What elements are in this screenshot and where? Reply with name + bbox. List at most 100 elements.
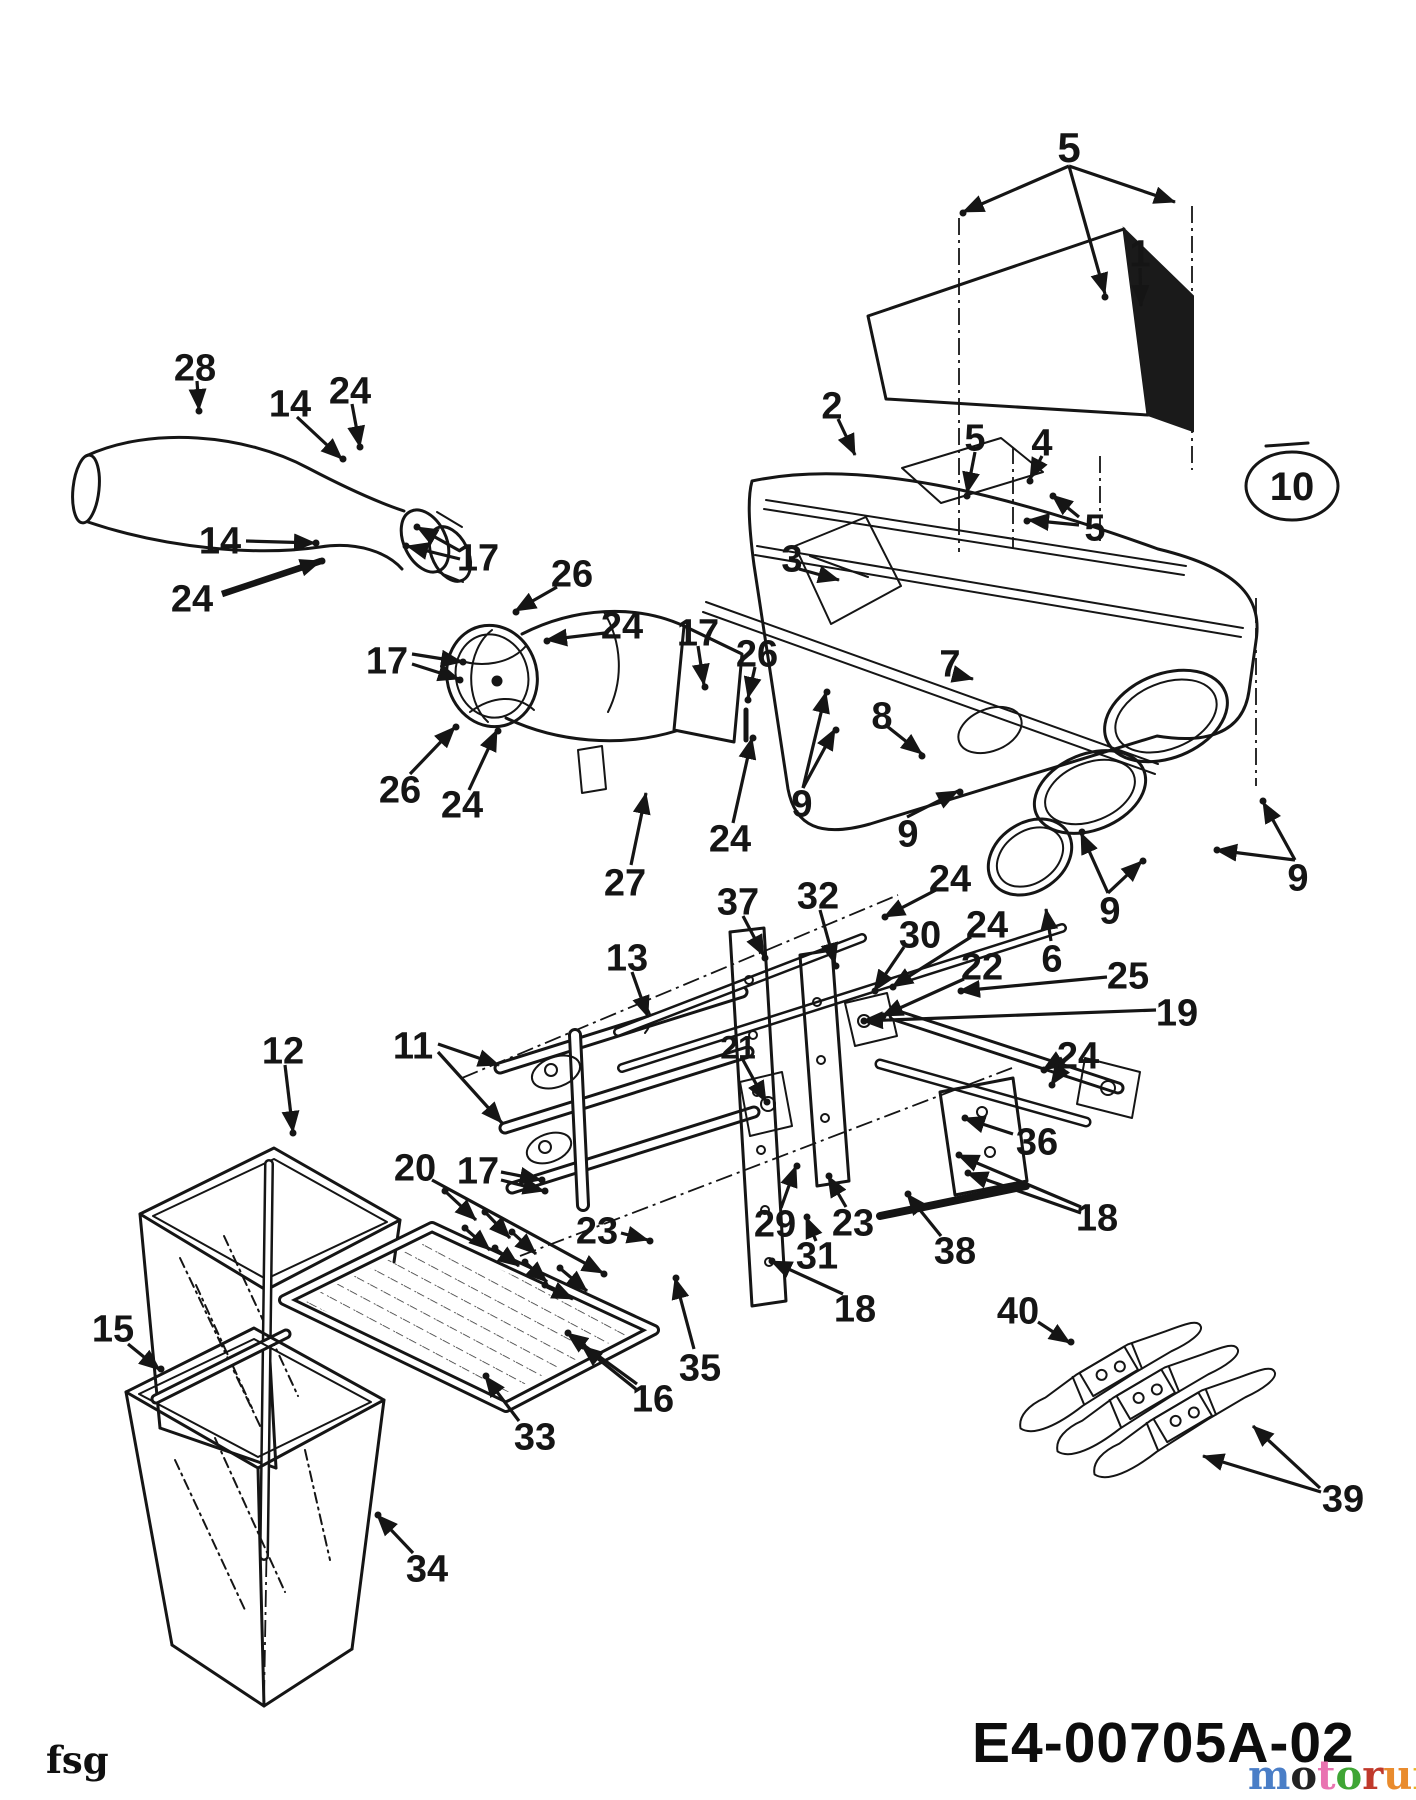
fastener-dot [879,1012,887,1020]
leader-arrow [881,977,965,1018]
deck-tray [702,472,1259,835]
leader-arrow [581,1344,638,1392]
callout-18: 18 [1076,1198,1118,1240]
callout-17: 17 [457,1151,499,1193]
callout-26: 26 [736,634,778,676]
callout-24: 24 [709,819,751,861]
fastener-dot [904,1190,912,1198]
fastener-dot [860,1017,868,1025]
callout-16: 16 [632,1379,674,1421]
diagram-part-number: E4-00705A-02 [972,1711,1355,1775]
callout-15: 15 [92,1309,134,1351]
leader-arrow [905,1192,943,1238]
leader-arrow [437,1042,500,1067]
fastener-dot [318,557,326,565]
fastener-dot [1040,1066,1048,1074]
watermark-letter: o [1290,1752,1318,1799]
fastener-dot [761,954,769,962]
leader-arrow [560,1268,589,1293]
watermark-letter: r [1362,1752,1384,1799]
fastener-dot [312,539,320,547]
callout-35: 35 [679,1348,721,1390]
fastener-dot [1139,857,1147,865]
fastener-dot [508,1228,516,1236]
fastener-dot [482,1372,490,1380]
callout-17: 17 [457,538,499,580]
leader-arrow [483,1375,521,1422]
leader-arrow [1068,164,1176,204]
leader-arrow [1079,832,1110,894]
callout-34: 34 [406,1549,448,1591]
fastener-dot [803,1213,811,1221]
leader-arrow [1040,908,1059,942]
leader-arrow [958,975,1108,998]
leader-arrow [804,1216,823,1242]
leader-arrow [295,415,344,461]
fastener-dot [918,752,926,760]
oring-seal [986,817,1074,897]
leader-arrow [1050,493,1081,519]
fastener-dot [744,696,752,704]
fastener-dot [1213,846,1221,854]
leader-arrow [411,662,460,682]
callout-39: 39 [1322,1479,1364,1521]
fastener-dot [494,727,502,735]
leader-arrow [957,1153,1082,1209]
callout-14: 14 [269,384,311,426]
leader-arrow [906,789,959,819]
callout-19: 19 [1156,993,1198,1035]
fastener-dot [1078,828,1086,836]
fastener-dot [339,455,347,463]
callout-33: 33 [514,1417,556,1459]
leader-arrow [891,935,972,989]
fastener-dot [1048,1081,1056,1089]
leader-arrow [546,1282,574,1301]
leader-arrow [525,1261,549,1284]
fastener-dot [289,1129,297,1137]
callout-24: 24 [441,785,483,827]
callout-2: 2 [821,386,842,428]
leader-arrow [514,585,558,613]
watermark-letter: f [1412,1752,1416,1799]
callout-27: 27 [604,863,646,905]
leader-arrow [741,915,766,957]
callout-26: 26 [379,770,421,812]
leader-arrow [411,649,463,668]
leader-arrow [962,164,1070,214]
callout-23: 23 [832,1203,874,1245]
leader-arrow [836,418,857,456]
fastener-dot [543,637,551,645]
leader-arrow [408,725,457,776]
fastener-dot [579,1342,587,1350]
callout-17: 17 [366,641,408,683]
leader-arrow [445,1191,478,1222]
leader-arrow [801,728,837,789]
leader-arrow [496,1246,520,1268]
drawing-author-code: fsg [46,1738,109,1782]
callout-37: 37 [717,882,759,924]
callout-22: 22 [961,947,1003,989]
fastener-dot [1067,1338,1075,1346]
callout-13: 13 [606,938,648,980]
leader-arrow [1037,1320,1071,1345]
callout-11: 11 [393,1026,433,1068]
leader-arrow [485,1212,512,1240]
fastener-dot [768,1257,776,1265]
leader-arrow [1261,801,1297,861]
callout-5: 5 [1057,124,1080,171]
watermark-letter: o [1335,1752,1363,1799]
leader-arrow [467,729,499,791]
leader-arrow [375,1513,415,1555]
callout-6: 6 [1041,939,1062,981]
leader-arrow [436,1050,504,1125]
callout-40: 40 [997,1291,1039,1333]
fastener-dot [959,209,967,217]
balloon-label: 10 [1270,465,1315,509]
fastener-dot [195,407,203,415]
leader-arrow [770,1259,844,1296]
leader-arrow [512,1232,538,1256]
fastener-dots [157,209,1267,1519]
leader-arrow [1251,1424,1322,1490]
fastener-dot [441,1187,449,1195]
